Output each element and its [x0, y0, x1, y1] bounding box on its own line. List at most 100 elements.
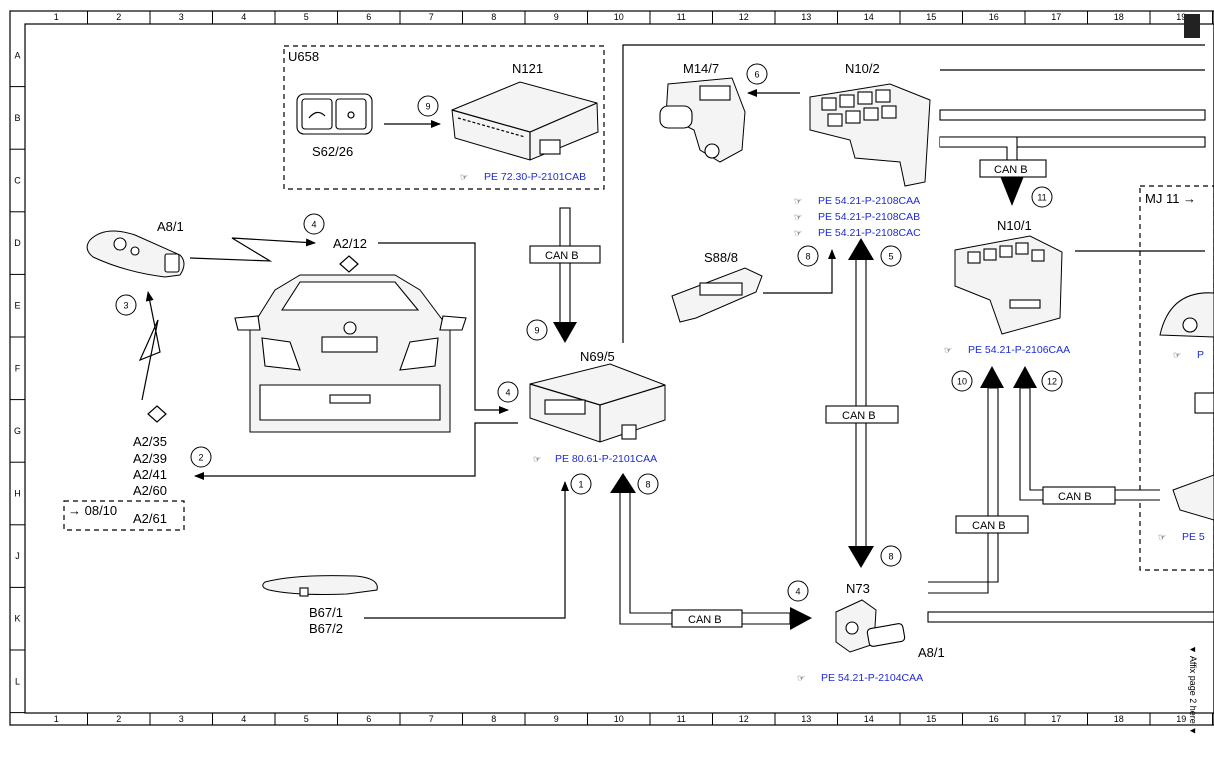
grid-column-label: 5	[304, 12, 309, 22]
n10-1-label: N10/1	[997, 218, 1032, 233]
step-number: 8	[645, 480, 650, 490]
right-reference-link-1[interactable]: P	[1197, 349, 1204, 361]
step-circle	[115, 294, 137, 316]
grid-column-label: 13	[801, 12, 811, 22]
svg-text:☞: ☞	[1173, 350, 1181, 360]
can-bus-right-module-n10-1	[1019, 387, 1160, 501]
step-number: 2	[198, 453, 203, 463]
n73-reference-link[interactable]: PE 54.21-P-2104CAA	[821, 672, 923, 684]
grid-column-label: 10	[614, 714, 624, 724]
a2-12-antenna-icon	[339, 255, 359, 273]
grid-column-label: 19	[1176, 12, 1186, 22]
grid-column-ruler: 1122334455667788991010111112121313141415…	[54, 11, 1213, 725]
grid-column-label: 11	[677, 12, 686, 22]
mj11-group-box	[1139, 185, 1214, 571]
n69-5-label: N69/5	[580, 349, 615, 364]
grid-column-label: 2	[116, 714, 121, 724]
a2-41-label: A2/41	[133, 467, 167, 482]
right-small-box	[1194, 392, 1214, 414]
can-label-box-6	[671, 609, 743, 628]
step-number: 4	[795, 587, 800, 597]
s62-26-label: S62/26	[312, 144, 353, 159]
svg-text:☞: ☞	[533, 454, 541, 464]
n10-2-reference-link-1[interactable]: PE 54.21-P-2108CAA	[818, 195, 920, 207]
n121-module-icon	[451, 81, 599, 161]
grid-column-label: 13	[801, 714, 811, 724]
n69-5-reference-link[interactable]: PE 80.61-P-2101CAA	[555, 453, 657, 465]
right-reference-link-2[interactable]: PE 5	[1182, 531, 1205, 543]
step-number: 10	[957, 377, 967, 387]
grid-column-label: 15	[926, 714, 936, 724]
grid-column-label: 8	[491, 714, 496, 724]
grid-column-label: 4	[241, 12, 246, 22]
a8-1-lock-label: A8/1	[918, 645, 945, 660]
can-bus-vertical-n69-5	[559, 207, 571, 324]
can-bus-n69-5-n73	[619, 493, 791, 625]
grid-row-label: A	[14, 50, 20, 60]
grid-column-label: 12	[739, 714, 749, 724]
arrow-can-n10-1	[1000, 176, 1024, 206]
step-number: 4	[311, 220, 316, 230]
s88-8-label: S88/8	[704, 250, 738, 265]
n10-2-reference-link-2[interactable]: PE 54.21-P-2108CAB	[818, 211, 920, 223]
n10-1-reference-link[interactable]: PE 54.21-P-2106CAA	[968, 344, 1070, 356]
svg-text:☞: ☞	[1158, 532, 1166, 542]
key-fob-icon	[86, 230, 185, 278]
step-circle	[787, 580, 809, 602]
can-label-4: CAN B	[972, 520, 1006, 532]
grid-column-label: 10	[614, 12, 624, 22]
step-number: 11	[1037, 193, 1046, 203]
step-circle	[880, 245, 902, 267]
grid-row-label: K	[14, 614, 20, 624]
grid-column-label: 16	[989, 12, 999, 22]
key-a8-1-label: A8/1	[157, 219, 184, 234]
can-label-box-3	[825, 405, 899, 424]
grid-column-label: 14	[864, 12, 874, 22]
grid-column-label: 5	[304, 714, 309, 724]
a2-60-label: A2/60	[133, 483, 167, 498]
ref-icon: ☞	[460, 172, 468, 182]
grid-row-label: J	[15, 551, 20, 561]
grid-column-label: 11	[677, 714, 686, 724]
b67-2-label: B67/2	[309, 621, 343, 636]
n73-ignition-icon	[835, 599, 906, 653]
can-bus-right-1	[939, 109, 1206, 121]
u658-group-box	[283, 45, 605, 190]
grid-row-label: D	[14, 238, 21, 248]
grid-column-label: 7	[429, 12, 434, 22]
step-circle	[1041, 370, 1063, 392]
n10-2-reference-link-3[interactable]: PE 54.21-P-2108CAC	[818, 227, 921, 239]
n121-reference-link[interactable]: PE 72.30-P-2101CAB	[484, 171, 586, 183]
step-number: 12	[1047, 377, 1057, 387]
grid-column-label: 18	[1114, 714, 1124, 724]
grid-column-label: 4	[241, 714, 246, 724]
grid-column-label: 1	[54, 714, 59, 724]
grid-column-label: 3	[179, 12, 184, 22]
ir-signal-key-car	[189, 237, 316, 262]
n73-label: N73	[846, 581, 870, 596]
can-bus-vertical-n10-2-n73	[855, 257, 867, 549]
a2-61-group-box	[63, 500, 185, 531]
ir-signal-antenna-key	[138, 291, 161, 362]
corner-marker-icon	[1184, 14, 1200, 38]
n10-1-module-icon	[954, 235, 1063, 335]
grid-column-label: 1	[54, 12, 59, 22]
can-label-1: CAN B	[994, 164, 1028, 176]
grid-column-label: 6	[366, 12, 371, 22]
grid-column-label: 12	[739, 12, 749, 22]
step-circle	[570, 473, 592, 495]
a2-61-label: A2/61	[133, 511, 167, 526]
page-reference-label: → 08/10	[68, 503, 117, 518]
grid-column-label: 15	[926, 12, 936, 22]
grid-row-label: L	[15, 676, 20, 686]
n10-2-module-icon	[809, 83, 931, 187]
a2-39-label: A2/39	[133, 451, 167, 466]
step-number: 8	[888, 552, 893, 562]
grid-row-label: G	[14, 426, 21, 436]
can-label-6: CAN B	[688, 614, 722, 626]
u658-label: U658	[288, 49, 319, 64]
door-handle-icon	[262, 575, 378, 595]
